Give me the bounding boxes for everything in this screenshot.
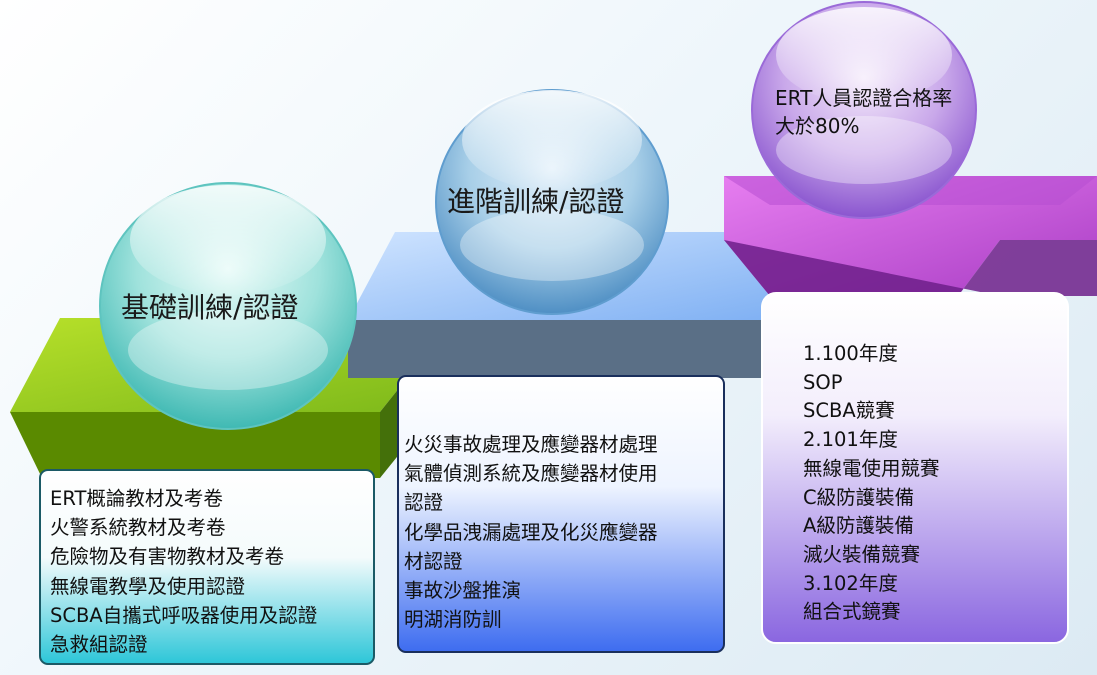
list-item: 急救組認證 (50, 633, 148, 657)
list-item: 明湖消防訓 (404, 608, 502, 632)
list-item: 危險物及有害物教材及考卷 (50, 545, 285, 569)
step3-item-list: 1.100年度 SOP SCBA競賽 2.101年度 無線電使用競賽 C級防護裝… (803, 340, 940, 627)
list-item: 3.102年度 (803, 571, 898, 595)
list-item: 氣體偵測系統及應變器材使用 (404, 462, 658, 486)
step1-sphere (99, 182, 357, 430)
list-item: SCBA競賽 (803, 399, 895, 423)
step2-item-list: 火災事故處理及應變器材處理 氣體偵測系統及應變器材使用 認證 化學品洩漏處理及化… (404, 430, 658, 634)
list-item: ERT概論教材及考卷 (50, 487, 223, 510)
list-item: SCBA自攜式呼吸器使用及認證 (50, 603, 318, 627)
list-item: 無線電教學及使用認證 (50, 574, 246, 598)
step2-title: 進階訓練/認證 (447, 185, 625, 218)
list-item: C級防護裝備 (803, 485, 915, 509)
list-item: 滅火裝備競賽 (803, 542, 921, 566)
step1-card (39, 469, 375, 665)
step1-title: 基礎訓練/認證 (121, 291, 299, 324)
list-item: 2.101年度 (803, 428, 898, 452)
step3-title: ERT人員認證合格率 大於80% (775, 84, 952, 140)
list-item: 無線電使用競賽 (803, 456, 940, 480)
list-item: 火災事故處理及應變器材處理 (404, 433, 658, 456)
step1-item-list: ERT概論教材及考卷 火警系統教材及考卷 危險物及有害物教材及考卷 無線電教學及… (50, 484, 317, 659)
step3-title-line: ERT人員認證合格率 (775, 86, 953, 110)
list-item: 1.100年度 (803, 342, 898, 365)
step2-card (397, 375, 725, 653)
list-item: 事故沙盤推演 (404, 579, 522, 603)
step2-sphere (435, 89, 669, 315)
list-item: 火警系統教材及考卷 (50, 516, 226, 540)
list-item: 材認證 (404, 549, 463, 573)
step3-sphere (751, 1, 977, 219)
list-item: SOP (803, 370, 843, 394)
list-item: 化學品洩漏處理及化災應變器 (404, 520, 658, 544)
step3-card (761, 292, 1069, 644)
list-item: A級防護裝備 (803, 514, 914, 538)
list-item: 組合式鏡賽 (803, 600, 901, 624)
list-item: 認證 (404, 491, 444, 515)
step3-title-line: 大於80% (775, 114, 860, 138)
